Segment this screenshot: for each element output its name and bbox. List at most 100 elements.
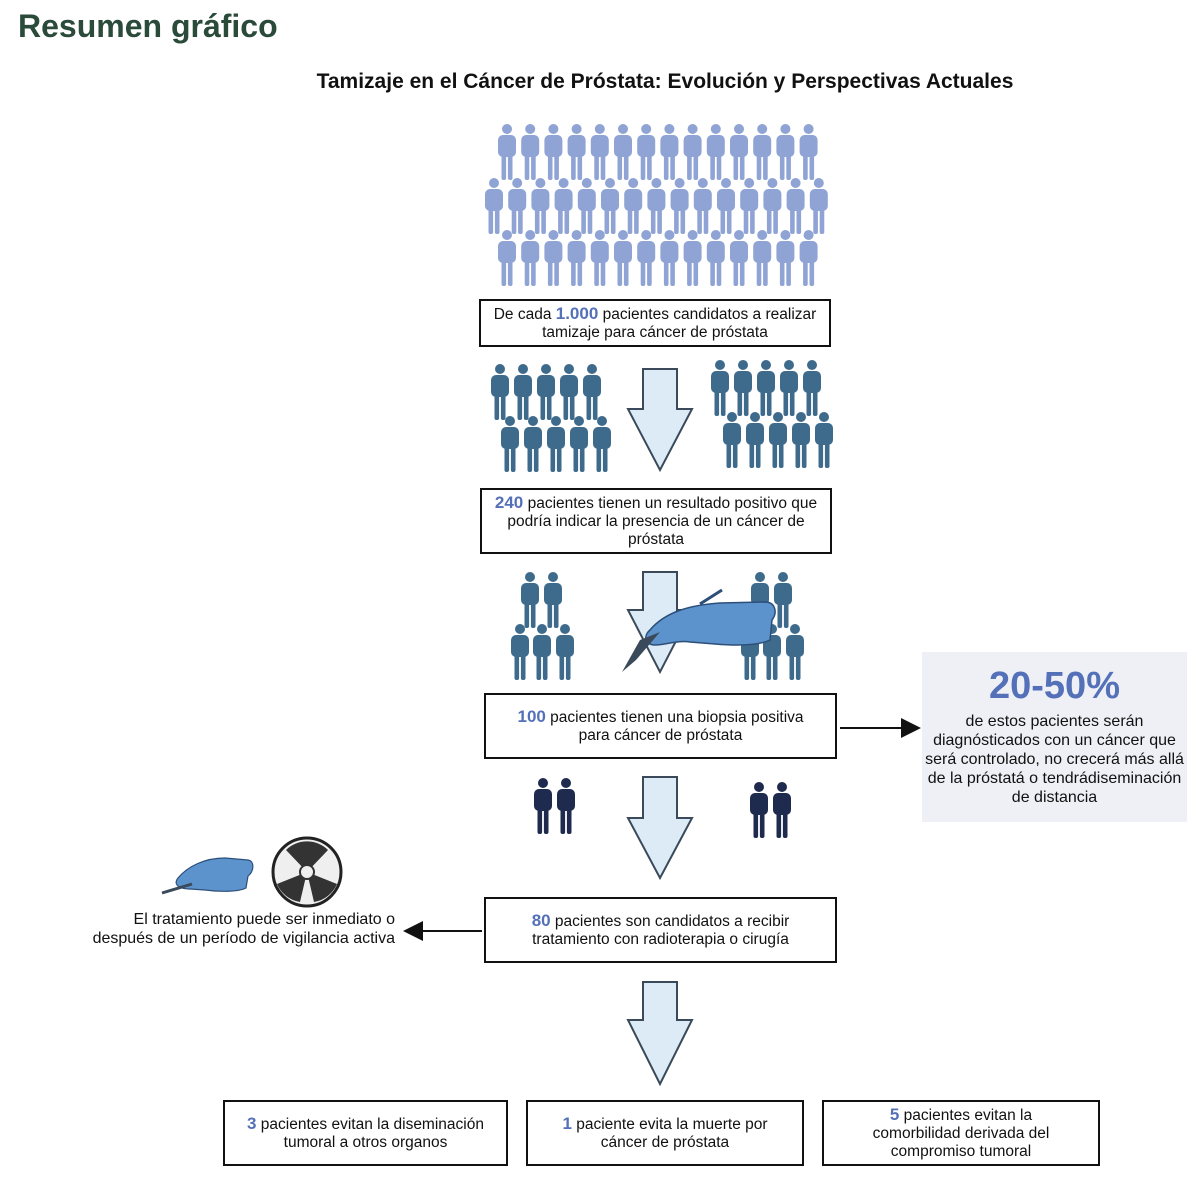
person-icon bbox=[647, 178, 666, 234]
person-icon bbox=[614, 124, 632, 180]
person-icon bbox=[560, 364, 578, 420]
person-icon bbox=[544, 572, 562, 628]
person-icon bbox=[780, 360, 798, 416]
step-number: 80 bbox=[531, 910, 551, 930]
step-candidates-box: De cada 1.000 pacientes candidatos a rea… bbox=[479, 299, 831, 347]
person-icon bbox=[498, 230, 516, 286]
person-icon bbox=[485, 178, 503, 234]
person-icon bbox=[577, 178, 596, 234]
person-icon bbox=[792, 412, 810, 468]
step-text: pacientes tienen una biopsia positiva pa… bbox=[545, 708, 804, 744]
person-icon bbox=[730, 230, 748, 286]
down-arrow-icon bbox=[626, 981, 694, 1087]
person-icon bbox=[521, 124, 540, 180]
crowd-1000 bbox=[485, 124, 828, 286]
person-icon bbox=[786, 624, 804, 680]
person-icon bbox=[660, 230, 679, 286]
step-text: pacientes tienen un resultado positivo q… bbox=[507, 494, 818, 548]
person-icon bbox=[637, 230, 656, 286]
person-icon bbox=[501, 416, 519, 472]
outcome-number: 3 bbox=[247, 1113, 257, 1133]
down-arrow-icon bbox=[626, 776, 694, 881]
person-icon bbox=[524, 416, 542, 472]
person-icon bbox=[590, 230, 609, 286]
person-icon bbox=[746, 412, 764, 468]
side-note-text: de estos pacientes serán diagnósticados … bbox=[925, 713, 1184, 806]
person-icon bbox=[521, 230, 540, 286]
down-arrow-icon bbox=[626, 368, 694, 473]
person-icon bbox=[511, 624, 529, 680]
outcome-text: pacientes evitan la comorbilidad derivad… bbox=[872, 1106, 1050, 1160]
outcome-number: 1 bbox=[562, 1113, 572, 1133]
person-icon bbox=[533, 624, 551, 680]
person-icon bbox=[554, 178, 573, 234]
treatment-note: El tratamiento puede ser inmediato o des… bbox=[92, 911, 395, 947]
person-icon bbox=[717, 178, 735, 234]
person-icon bbox=[567, 230, 586, 286]
person-icon bbox=[769, 412, 787, 468]
outcome-text: pacientes evitan la diseminación tumoral… bbox=[256, 1115, 484, 1151]
person-icon bbox=[683, 230, 702, 286]
person-icon bbox=[734, 360, 752, 416]
step-text: De cada bbox=[493, 305, 556, 323]
person-icon bbox=[567, 124, 586, 180]
person-icon bbox=[570, 416, 588, 472]
step-number: 1.000 bbox=[555, 303, 599, 323]
person-icon bbox=[809, 178, 828, 234]
person-icon bbox=[730, 124, 748, 180]
person-icon bbox=[531, 178, 550, 234]
person-icon bbox=[498, 124, 516, 180]
person-icon bbox=[803, 360, 821, 416]
person-icon bbox=[799, 230, 818, 286]
person-icon bbox=[521, 572, 539, 628]
person-icon bbox=[583, 364, 601, 420]
person-icon bbox=[786, 178, 805, 234]
person-icon bbox=[544, 230, 563, 286]
person-icon bbox=[763, 178, 782, 234]
person-icon bbox=[508, 178, 527, 234]
person-icon bbox=[693, 178, 712, 234]
outcome-box: 1 paciente evita la muerte por cáncer de… bbox=[526, 1100, 804, 1166]
biopsy-hand-icon bbox=[622, 588, 776, 672]
step-text: pacientes candidatos a realizar tamizaje… bbox=[542, 305, 817, 341]
person-icon bbox=[637, 124, 656, 180]
person-icon bbox=[593, 416, 611, 472]
step-treatment-box: 80 pacientes son candidatos a recibir tr… bbox=[484, 897, 837, 963]
person-icon bbox=[774, 572, 792, 628]
person-icon bbox=[776, 230, 795, 286]
person-icon bbox=[514, 364, 532, 420]
person-icon bbox=[683, 124, 702, 180]
scalpel-hand-icon bbox=[161, 857, 254, 895]
person-icon bbox=[740, 178, 759, 234]
person-icon bbox=[590, 124, 609, 180]
step-positive-biopsy-box: 100 pacientes tienen una biopsia positiv… bbox=[484, 693, 837, 759]
section-heading: Resumen gráfico bbox=[18, 8, 278, 44]
person-icon bbox=[753, 230, 772, 286]
step-text: pacientes son candidatos a recibir trata… bbox=[532, 912, 790, 948]
person-icon bbox=[706, 230, 725, 286]
person-icon bbox=[776, 124, 795, 180]
person-icon bbox=[557, 778, 575, 834]
person-icon bbox=[601, 178, 619, 234]
person-icon bbox=[491, 364, 509, 420]
outcome-box: 5 pacientes evitan la comorbilidad deriv… bbox=[822, 1100, 1100, 1166]
person-icon bbox=[757, 360, 775, 416]
outcome-number: 5 bbox=[889, 1104, 900, 1124]
person-icon bbox=[711, 360, 729, 416]
outcome-text: paciente evita la muerte por cáncer de p… bbox=[571, 1115, 768, 1151]
step-positive-result-box: 240 pacientes tienen un resultado positi… bbox=[480, 488, 832, 554]
person-icon bbox=[706, 124, 725, 180]
person-icon bbox=[750, 782, 768, 838]
person-icon bbox=[723, 412, 741, 468]
side-note-box: 20-50% de estos pacientes serán diagnóst… bbox=[922, 652, 1187, 822]
step-number: 100 bbox=[517, 706, 546, 726]
person-icon bbox=[556, 624, 574, 680]
person-icon bbox=[773, 782, 791, 838]
person-icon bbox=[537, 364, 555, 420]
person-icon bbox=[660, 124, 679, 180]
side-note-percent: 20-50% bbox=[989, 665, 1120, 707]
person-icon bbox=[614, 230, 632, 286]
person-icon bbox=[815, 412, 833, 468]
radiation-icon bbox=[271, 836, 343, 908]
